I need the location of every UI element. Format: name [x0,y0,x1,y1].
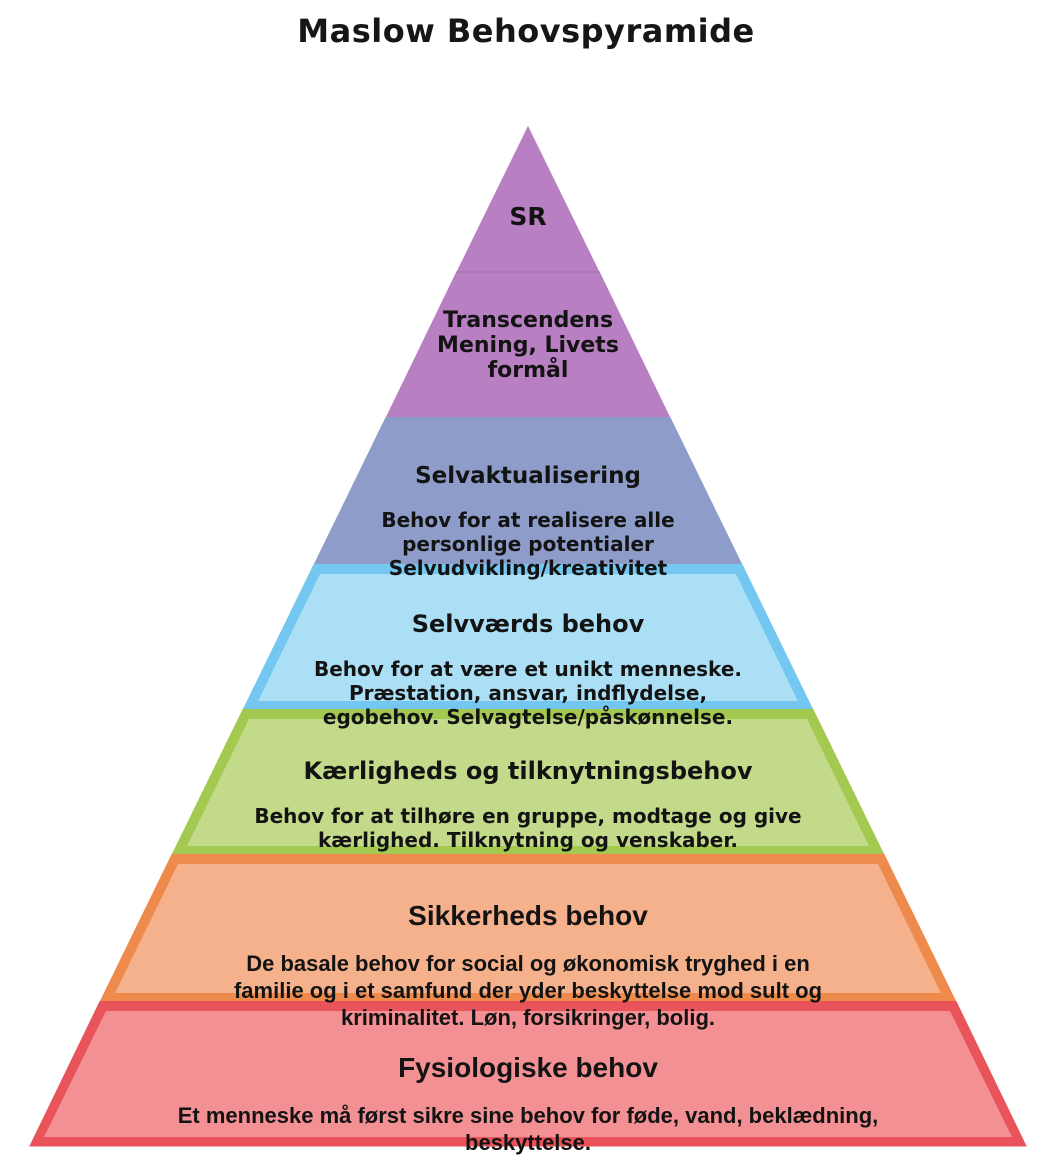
layer-fysiologiske-text: Fysiologiske behov Et menneske må først … [58,1034,998,1168]
layer-fysiologiske-fill-shape [44,1011,1012,1137]
layer-kaerligheds-body: Behov for at tilhøre en gruppe, modtage … [254,804,802,852]
layer-selvvaerds-fill-shape [258,574,798,701]
layer-kaerligheds-text: Kærligheds og tilknytningsbehov Behov fo… [58,738,998,871]
layer-fysiologiske-body: Et menneske må først sikre sine behov fo… [177,1103,879,1155]
layer-sikkerheds-fill-shape [115,864,941,993]
page-title: Maslow Behovspyramide [297,12,755,50]
layer-selvvaerds-heading: Selvværds behov [411,610,645,638]
layer-kaerligheds-heading: Kærligheds og tilknytningsbehov [303,757,753,785]
layer-selvaktualisering-text: Selvaktualisering Behov for at realisere… [58,444,998,599]
layer-sr-label: SR [509,202,547,231]
layer-sikkerheds-heading: Sikkerheds behov [408,900,648,931]
layer-selvaktualisering-body: Behov for at realisere alle personlige p… [381,508,675,580]
layer-selvvaerds-text: Selvværds behov Behov for at være et uni… [58,592,998,748]
layer-kaerligheds-fill-shape [187,719,869,846]
layer-sr-shape [456,125,600,273]
layer-sikkerheds-body: De basale behov for social og økonomisk … [233,951,823,1030]
layer-sikkerheds-text: Sikkerheds behov De basale behov for soc… [58,882,998,1049]
layer-selvaktualisering-heading: Selvaktualisering [415,463,641,489]
layer-selvvaerds-body: Behov for at være et unikt menneske. Præ… [314,657,742,729]
layer-transcendens-text: Transcendens Mening, Livets formål [437,308,619,383]
layer-fysiologiske-heading: Fysiologiske behov [398,1052,658,1083]
